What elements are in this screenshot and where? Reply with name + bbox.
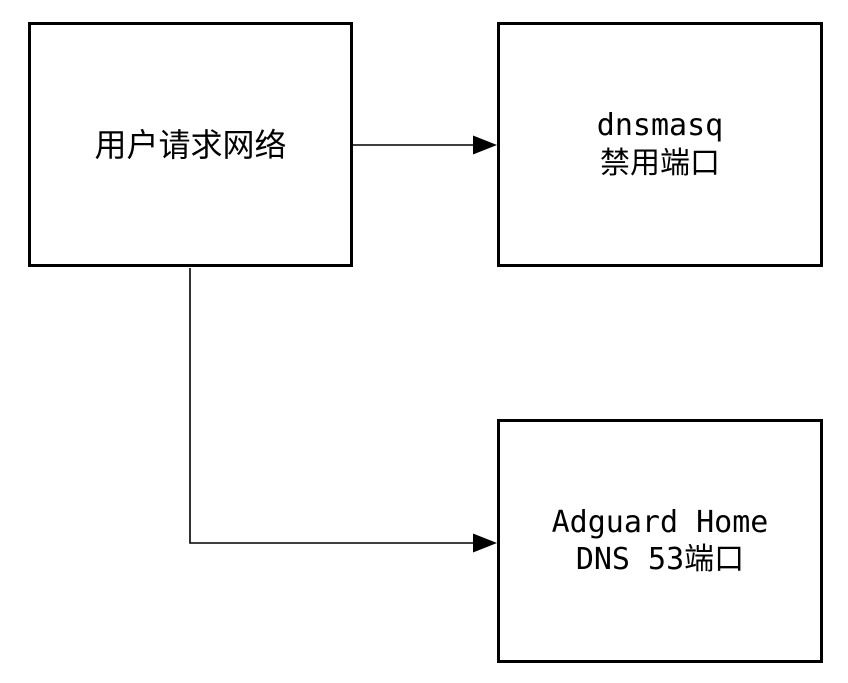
node-dnsmasq-label-line2: 禁用端口	[600, 145, 720, 181]
arrow-user-to-dnsmasq	[353, 135, 497, 155]
arrow-user-to-adguard	[189, 268, 497, 553]
node-user-request: 用户请求网络	[28, 22, 353, 267]
node-user-request-label: 用户请求网络	[94, 125, 287, 164]
node-dnsmasq-disabled-port: dnsmasq 禁用端口	[497, 22, 823, 267]
node-dnsmasq-label-line1: dnsmasq	[596, 108, 724, 143]
node-adguard-home-dns: Adguard Home DNS 53端口	[497, 419, 823, 663]
arrow-shaft	[189, 268, 476, 544]
arrowhead-icon	[473, 533, 497, 553]
node-adguard-label-line1: Adguard Home	[551, 504, 769, 540]
node-adguard-label-line2: DNS 53端口	[575, 542, 745, 577]
arrowhead-icon	[473, 135, 497, 155]
